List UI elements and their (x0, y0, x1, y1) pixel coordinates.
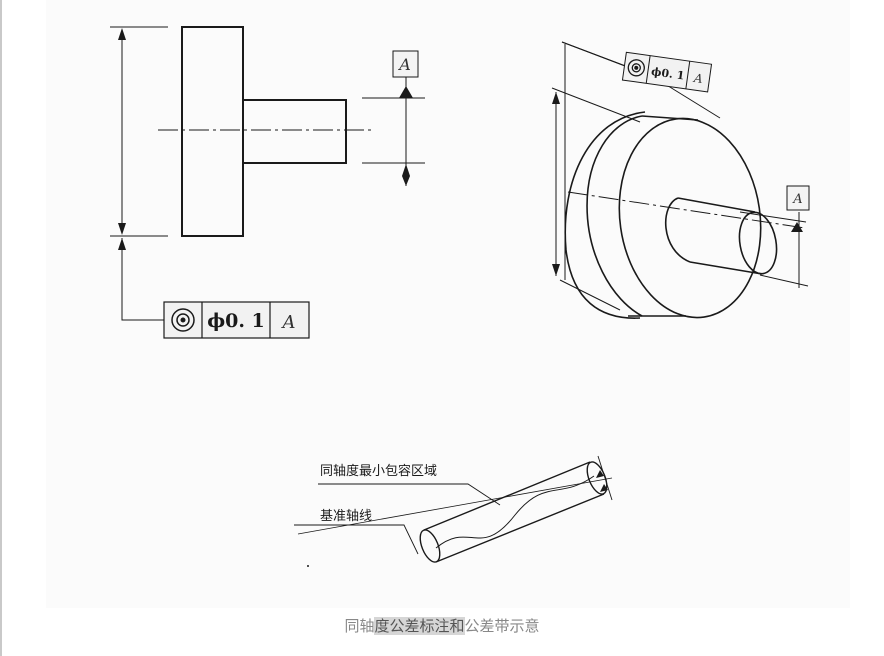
leader-arrow (118, 238, 126, 250)
datum-axis-line (297, 477, 613, 535)
datum-axis-label: 基准轴线 (320, 509, 372, 524)
iso-center-axis (567, 191, 806, 229)
shaft-base-arc (665, 197, 691, 263)
coaxiality-diagram: A ϕ0. 1 A (110, 26, 810, 567)
datum-box-3d (786, 185, 810, 211)
zone-width-arrow-2 (600, 484, 608, 492)
view-2d (110, 26, 425, 321)
caption-part-2-highlighted: 度公差标注和 (374, 617, 465, 635)
caption-part-3: 公差带示意 (464, 617, 540, 635)
flange-body (181, 26, 244, 237)
shaft-top-edge (677, 197, 756, 213)
datum-box-2d (392, 50, 419, 78)
flange-back-outline (564, 111, 646, 319)
datum-ref-3d: A (692, 71, 704, 86)
iso-datum-ext-top (739, 211, 807, 223)
datum-triangle-2d (399, 86, 413, 98)
zone-cyl-right-end (586, 461, 608, 495)
zone-cyl-left-end (419, 529, 441, 563)
caption-part-1: 同轴 (344, 617, 375, 635)
shaft-bottom-edge (689, 261, 763, 275)
iso-datum-ext-bottom (759, 274, 809, 287)
zone-label-leader (318, 483, 501, 506)
flange-front-ellipse (618, 117, 762, 319)
shaft-body (242, 99, 347, 164)
datum-arrow-2d-bottom (402, 176, 410, 186)
zone-width-dim (597, 455, 613, 501)
shaft-end-ellipse (738, 211, 778, 275)
iso-arrow-bottom (552, 264, 560, 276)
tolerance-value-2d: ϕ0. 1 (207, 310, 265, 332)
dim-arrow-top (118, 28, 126, 40)
page-left-border (0, 0, 2, 656)
feature-control-frame-2d (163, 301, 310, 339)
leader-to-frame (121, 238, 164, 321)
zone-label: 同轴度最小包容区域 (320, 463, 437, 479)
datum-ref-2d: A (281, 312, 296, 333)
iso-arrow-top (552, 92, 560, 104)
zone-cyl-bottom (435, 493, 605, 563)
speck-mark (307, 565, 309, 567)
concentricity-icon (171, 308, 195, 332)
datum-label-2d: A (397, 55, 411, 74)
tolerance-zone-figure (294, 455, 613, 563)
figure-caption: 同轴度公差标注和公差带示意 (0, 612, 884, 640)
iso-ext-right-bottom (559, 279, 621, 311)
datum-label-3d: A (792, 192, 802, 207)
datum-arrow-2d (402, 164, 410, 176)
zone-width-arrow (596, 470, 604, 478)
tolerance-value-3d: ϕ0. 1 (650, 65, 685, 83)
feature-axis-curve (435, 475, 595, 549)
concentricity-icon (627, 59, 645, 77)
dim-arrow-bottom (118, 223, 126, 235)
zone-cyl-top (423, 461, 591, 531)
feature-control-frame-3d (621, 51, 713, 93)
datum-label-leader (294, 524, 419, 555)
iso-leader-top (561, 41, 626, 67)
flange-back-ellipse (586, 115, 643, 317)
datum-triangle-3d (791, 222, 803, 232)
